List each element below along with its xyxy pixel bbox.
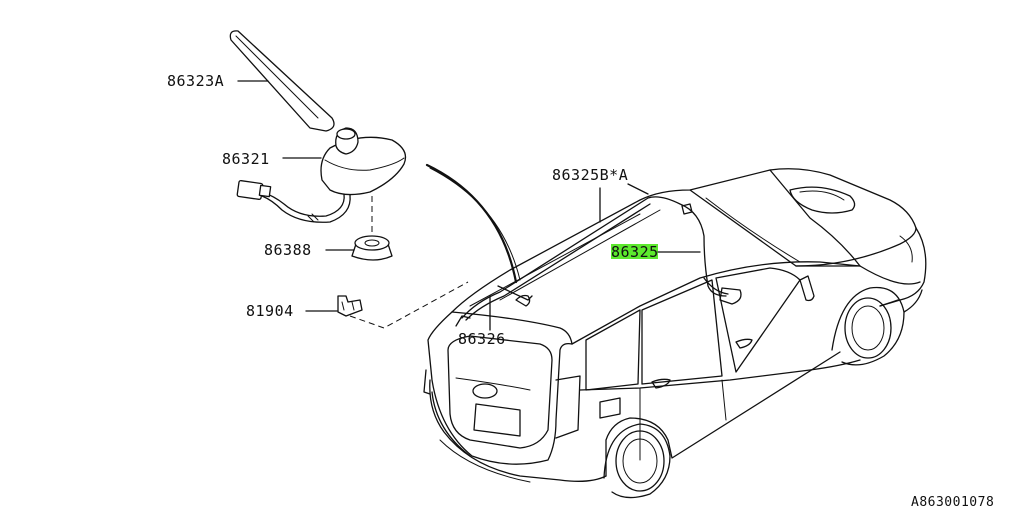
label-86326[interactable]: 86326: [458, 330, 506, 348]
label-86388[interactable]: 86388: [264, 241, 312, 259]
routing-arrow: [425, 163, 518, 284]
assembly-line-2: [349, 281, 469, 329]
clip[interactable]: [337, 295, 363, 317]
antenna-rod[interactable]: [229, 30, 335, 132]
label-86325[interactable]: 86325: [611, 243, 659, 261]
antenna-base[interactable]: [236, 127, 407, 223]
highlight-86325: [611, 244, 658, 259]
label-86325b-a[interactable]: 86325B*A: [552, 166, 628, 184]
figure-code: A863001078: [911, 495, 994, 510]
vehicle-body: [423, 168, 927, 499]
routing-arrow-shade: [429, 167, 521, 281]
grommet[interactable]: [351, 235, 393, 261]
leader-86325b-arrow: [627, 183, 649, 195]
feeder-cord-harness[interactable]: [455, 196, 742, 327]
label-86321[interactable]: 86321: [222, 150, 270, 168]
label-86323a[interactable]: 86323A: [167, 72, 224, 90]
label-81904[interactable]: 81904: [246, 302, 294, 320]
